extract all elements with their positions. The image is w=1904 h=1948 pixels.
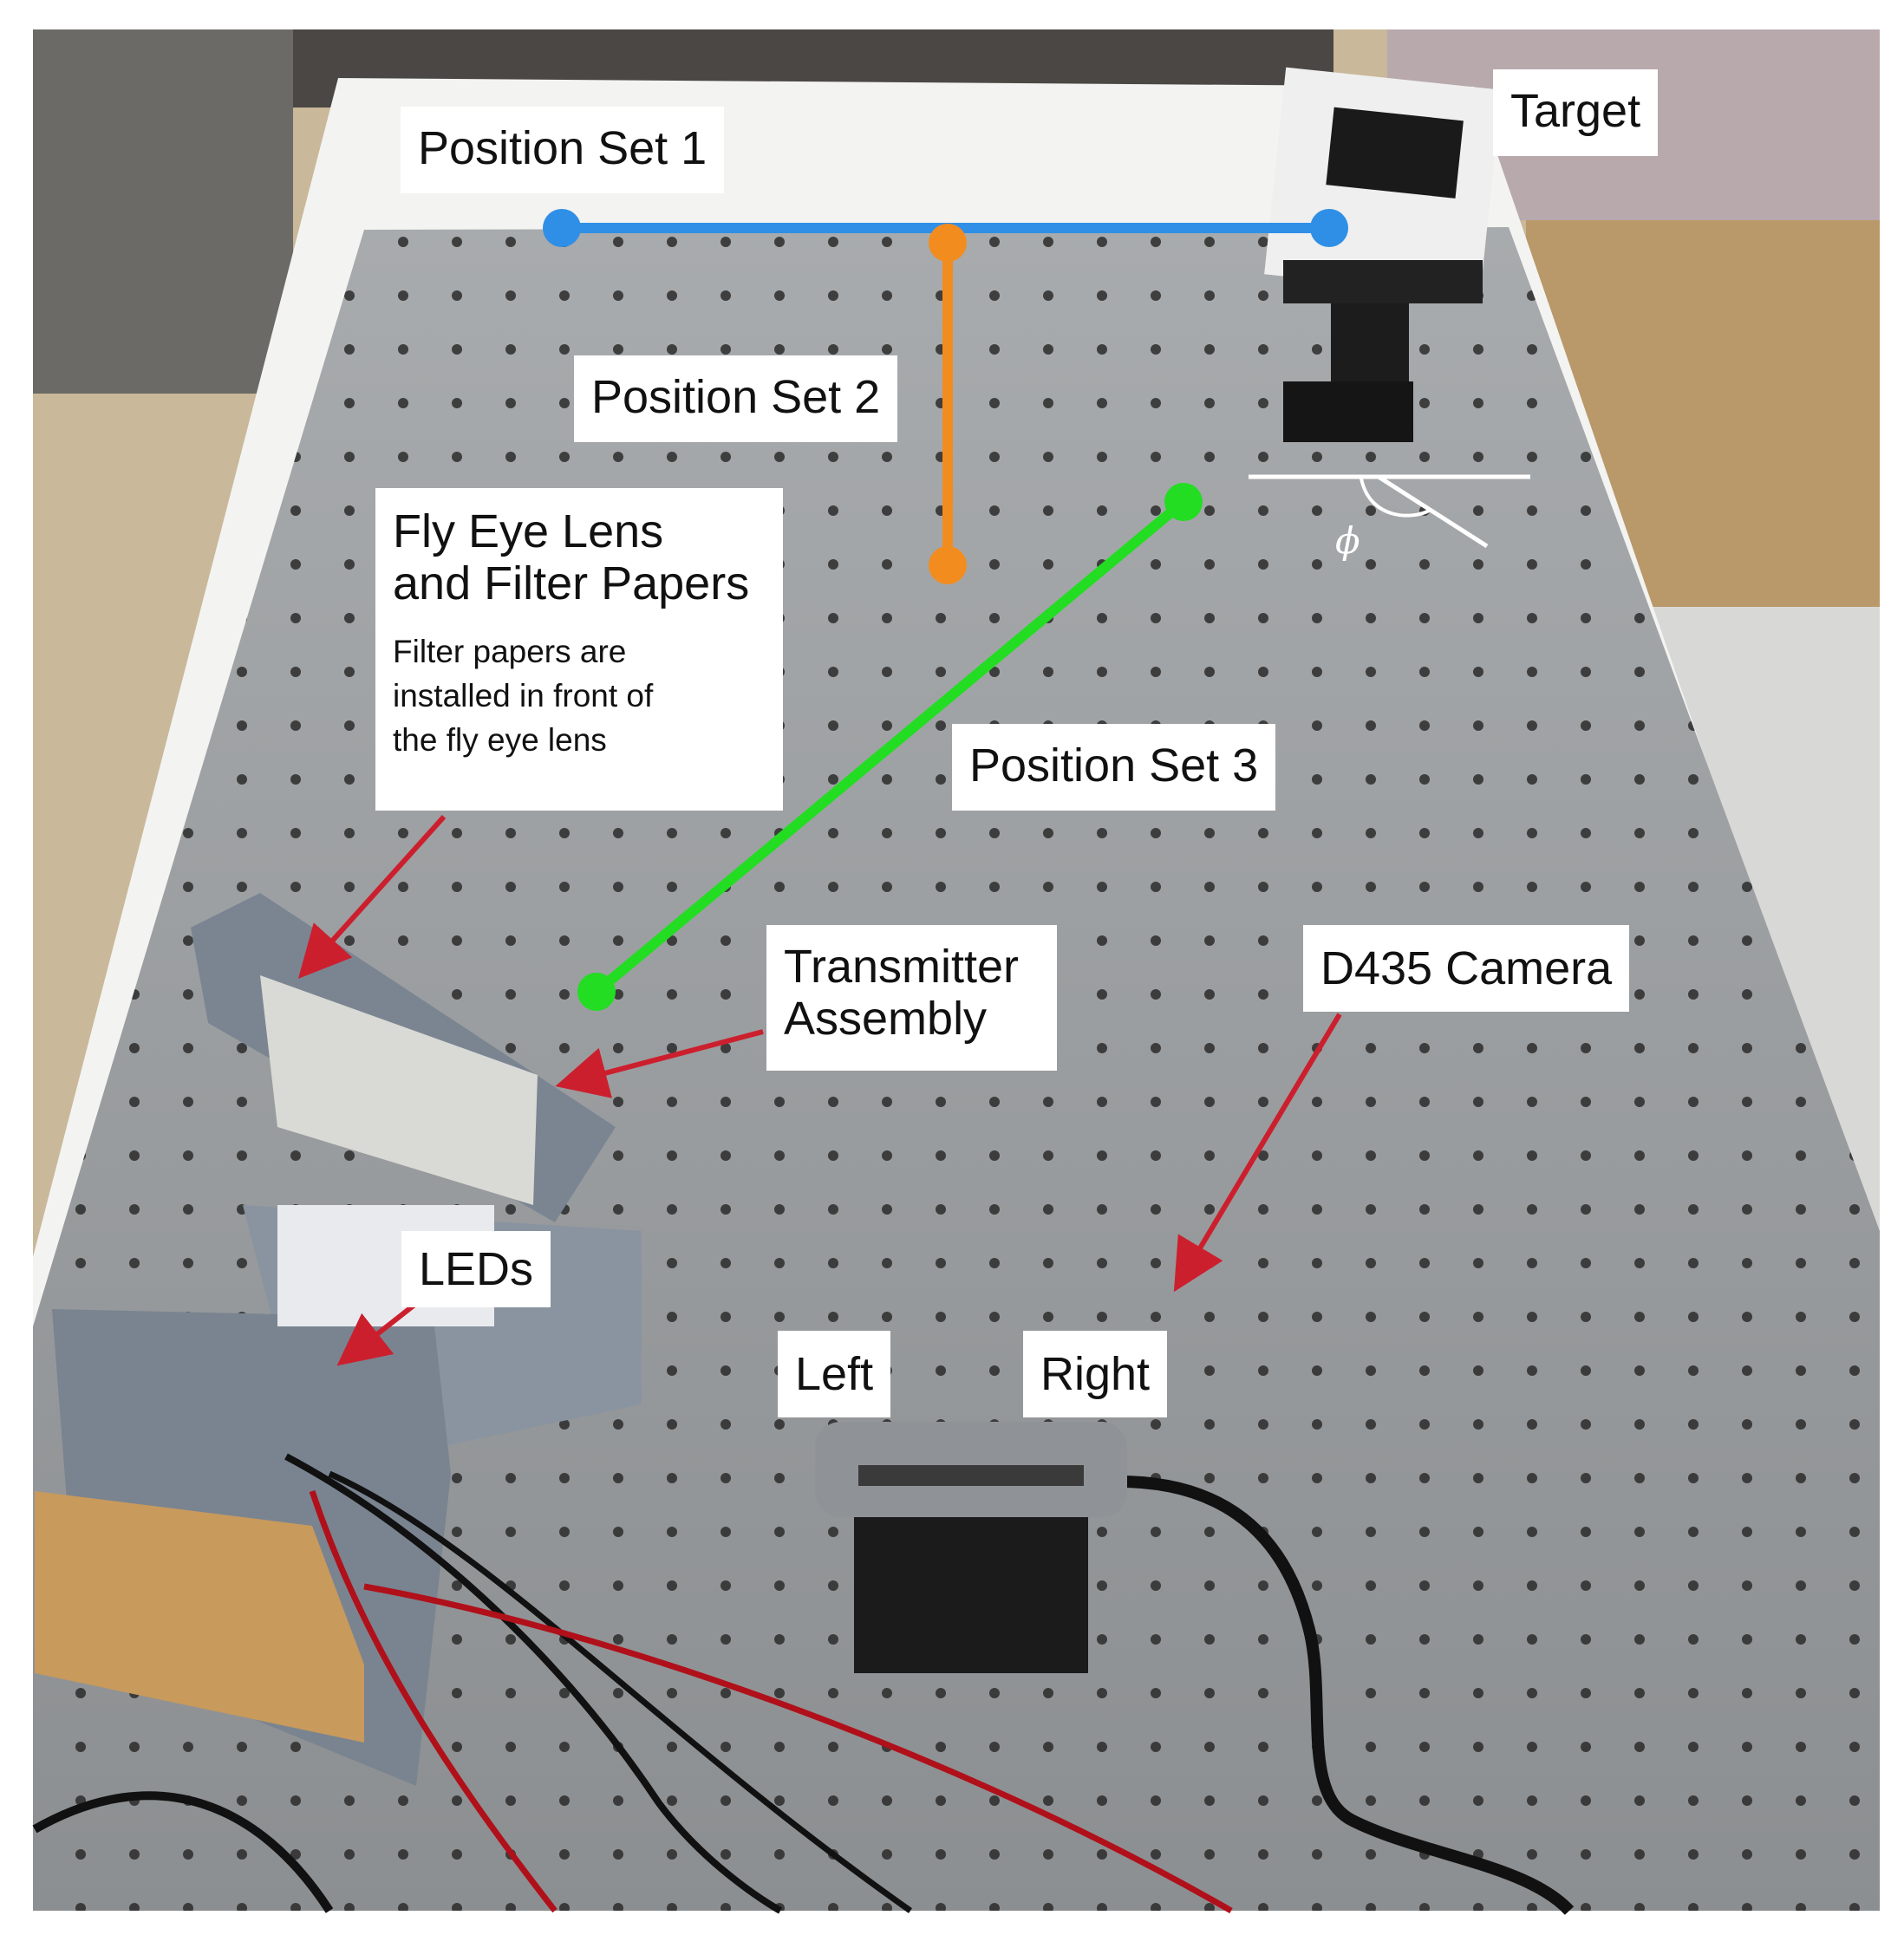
- target-pattern: [1326, 107, 1464, 199]
- transmitter-line1: Transmitter: [784, 941, 1020, 993]
- label-fly-eye-lens: Fly Eye Lens and Filter Papers Filter pa…: [375, 488, 783, 811]
- red-wire: [309, 1489, 1233, 1914]
- label-leds: LEDs: [401, 1231, 551, 1307]
- fly-eye-note-line3: the fly eye lens: [393, 722, 607, 759]
- position-set-1-end-dot: [1310, 209, 1348, 247]
- target-mount-bar: [1283, 260, 1483, 303]
- black-wire-1: [284, 1453, 782, 1914]
- label-transmitter-assembly: Transmitter Assembly: [766, 925, 1057, 1071]
- label-left: Left: [778, 1331, 891, 1417]
- label-target: Target: [1493, 69, 1659, 156]
- label-right: Right: [1023, 1331, 1168, 1417]
- angle-ray: [1377, 474, 1489, 549]
- black-wire-3: [32, 1791, 334, 1913]
- wood-block: [35, 1491, 364, 1743]
- position-set-1-start-dot: [543, 209, 581, 247]
- fly-eye-arrow: [297, 814, 447, 979]
- camera-cable: [1092, 1476, 1575, 1915]
- target-mount-base: [1283, 381, 1413, 442]
- angle-arc: [1360, 478, 1432, 518]
- label-position-set-1: Position Set 1: [401, 107, 725, 193]
- position-set-2-start-dot: [929, 224, 967, 262]
- black-wire-2: [328, 1470, 913, 1913]
- fly-eye-title-line1: Fly Eye Lens: [393, 505, 664, 557]
- equipment-rack: [33, 29, 293, 394]
- label-position-set-2: Position Set 2: [574, 355, 898, 442]
- position-set-3-end-dot: [1164, 483, 1203, 521]
- fly-eye-title-line2: and Filter Papers: [393, 557, 750, 610]
- position-set-2-end-dot: [929, 546, 967, 584]
- label-position-set-3: Position Set 3: [952, 724, 1276, 811]
- position-set-3-line: [591, 497, 1189, 997]
- d435-camera-arrow: [1173, 1013, 1342, 1293]
- angle-phi-symbol: ϕ: [1335, 519, 1360, 562]
- d435-camera-vents: [858, 1465, 1084, 1486]
- transmitter-line2: Assembly: [784, 993, 988, 1046]
- camera-mount: [854, 1517, 1088, 1673]
- label-d435-camera: D435 Camera: [1303, 925, 1630, 1012]
- fly-eye-lens: [260, 975, 538, 1205]
- position-set-3-start-dot: [577, 973, 616, 1011]
- fly-eye-note-line2: installed in front of: [393, 677, 654, 713]
- transmitter-arrow: [555, 1029, 764, 1098]
- fly-eye-note-line1: Filter papers are: [393, 633, 627, 669]
